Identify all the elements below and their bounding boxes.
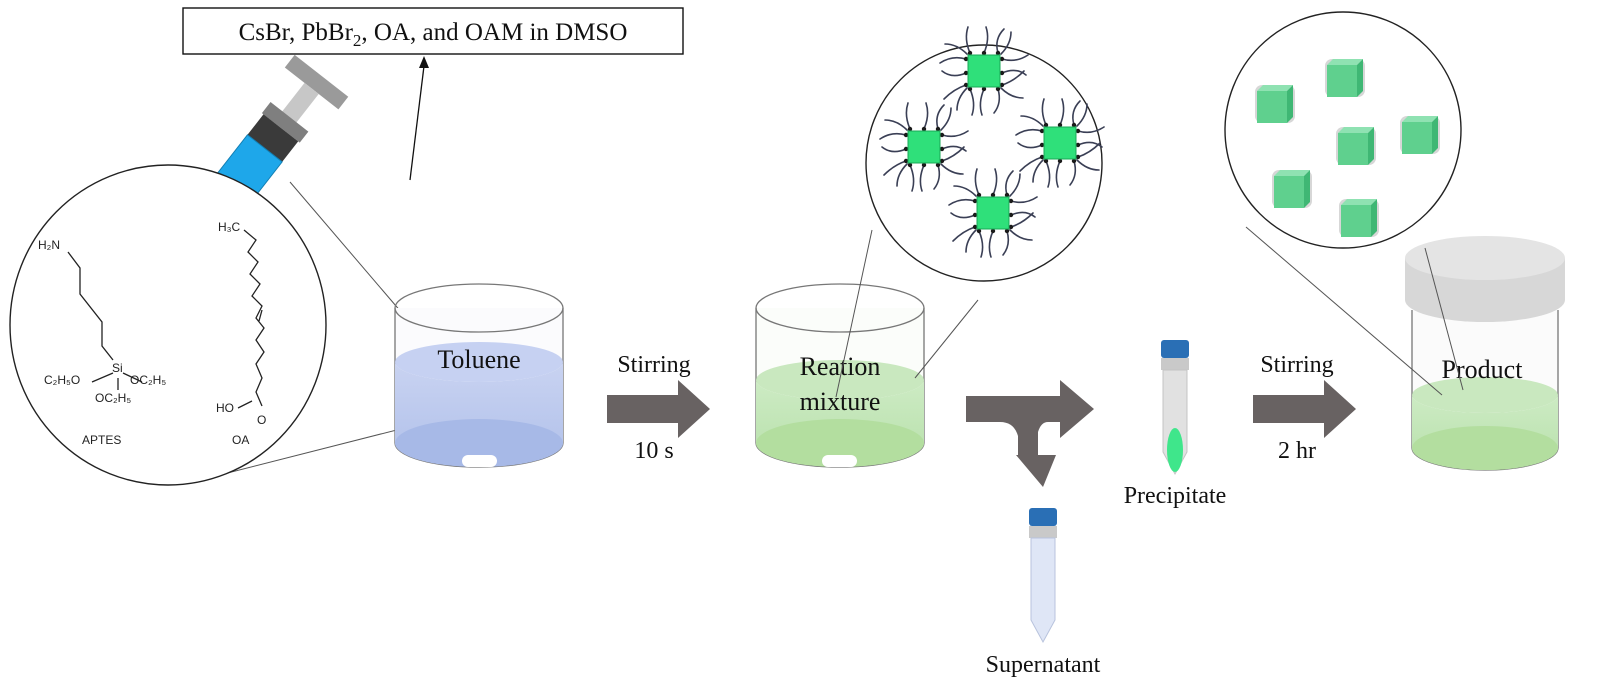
aptes-bottom-group: OC₂H₅ <box>95 391 131 405</box>
chemical-zoom-group: H₂N Si C₂H₅O OC₂H₅ OC₂H₅ APTES H₃C HO O … <box>9 164 456 486</box>
product-cube-1 <box>1325 59 1365 97</box>
aptes-left-group: C₂H₅O <box>44 373 80 387</box>
product-cube-2 <box>1255 85 1295 123</box>
product-cube-3 <box>1336 127 1376 165</box>
reagent-pointer-arrow <box>409 56 429 181</box>
product-cube-4 <box>1400 116 1440 154</box>
aptes-si-label: Si <box>112 361 123 375</box>
reaction-label-line2: mixture <box>800 387 881 416</box>
reagent-label: CsBr, PbBr2, OA, and OAM in DMSO <box>239 19 628 50</box>
stirring-label-2: Stirring <box>1260 352 1333 378</box>
product-jar: Product <box>1405 236 1565 471</box>
toluene-label: Toluene <box>437 345 520 374</box>
aptes-right-group: OC₂H₅ <box>130 373 166 387</box>
product-cube-5 <box>1272 170 1312 208</box>
oa-oxygen-label: O <box>257 413 266 427</box>
oa-hydroxyl-label: HO <box>216 401 234 415</box>
reaction-mixture-beaker: Reation mixture <box>755 283 925 468</box>
oa-name: OA <box>232 433 249 447</box>
supernatant-tube: Supernatant <box>986 508 1101 678</box>
product-zoom-group <box>1224 11 1464 396</box>
reagent-label-box: CsBr, PbBr2, OA, and OAM in DMSO <box>182 7 684 55</box>
aptes-name: APTES <box>82 433 121 447</box>
precipitate-tube: Precipitate <box>1124 340 1227 509</box>
aptes-structure <box>67 251 143 390</box>
precipitate-pellet <box>1167 428 1183 472</box>
oa-structure <box>243 229 265 407</box>
stirring-arrow-1: Stirring 10 s <box>607 352 710 464</box>
stirring-time-1: 10 s <box>634 438 673 464</box>
precipitate-label: Precipitate <box>1124 483 1227 509</box>
stirring-arrow-2: Stirring 2 hr <box>1253 352 1356 464</box>
oa-methyl-label: H₃C <box>218 220 241 234</box>
toluene-beaker: Toluene <box>394 283 564 468</box>
product-cube-6 <box>1339 199 1379 237</box>
stirring-label-1: Stirring <box>617 352 690 378</box>
supernatant-label: Supernatant <box>986 652 1101 678</box>
stirring-time-2: 2 hr <box>1278 438 1316 464</box>
product-label: Product <box>1442 355 1524 384</box>
nanocrystal-zoom-group <box>835 26 1105 398</box>
split-arrow <box>966 380 1094 487</box>
aptes-amine-label: H₂N <box>38 238 60 252</box>
